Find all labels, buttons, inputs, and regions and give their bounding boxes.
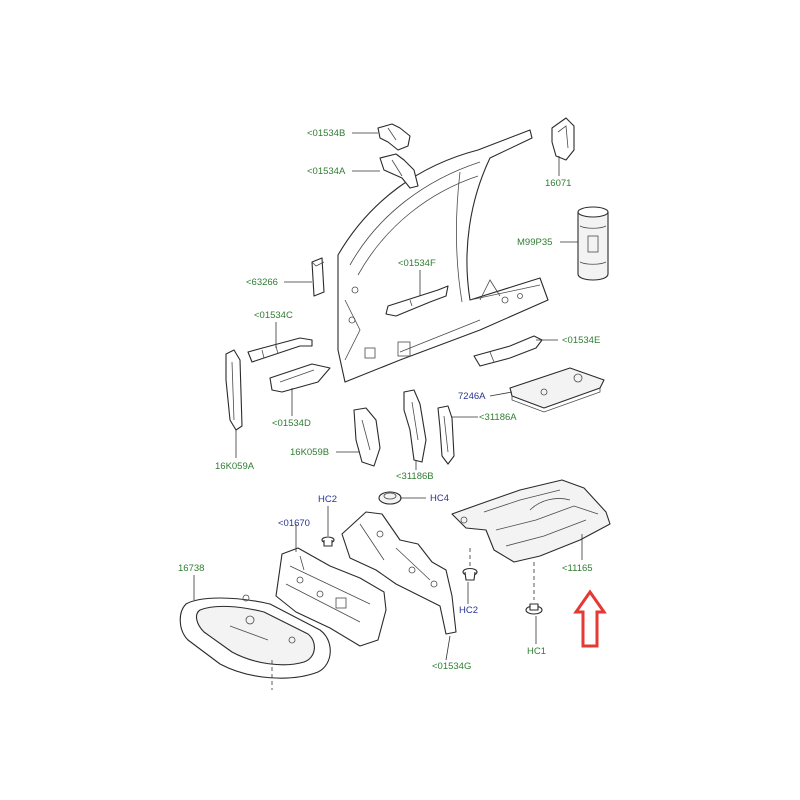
part-01670	[275, 547, 387, 647]
label-16K059B: 16K059B	[290, 447, 330, 458]
part-31186A	[437, 405, 455, 465]
part-16071	[551, 117, 575, 161]
label-HC2-top: HC2	[318, 494, 338, 505]
part-01534F	[385, 285, 449, 317]
part-63266	[311, 257, 325, 297]
label-M99P35: M99P35	[517, 237, 553, 248]
label-16K059A: 16K059A	[215, 461, 255, 472]
label-11165: <11165	[562, 563, 593, 574]
fastener-HC2-top	[321, 536, 335, 547]
leader-lines	[193, 132, 583, 690]
fastener-HC2-bottom	[462, 567, 478, 581]
up-arrow-icon	[573, 589, 607, 648]
part-01534G	[341, 511, 457, 635]
label-01534E: <01534E	[562, 335, 601, 346]
fastener-HC1	[525, 603, 543, 615]
part-01534D	[269, 363, 331, 393]
part-31186B	[403, 389, 427, 463]
label-16071: 16071	[545, 178, 572, 189]
label-01670: <01670	[278, 518, 310, 529]
part-M99P35-can	[577, 206, 609, 281]
part-01534A	[379, 153, 419, 189]
label-01534B: <01534B	[307, 128, 346, 139]
label-01534D: <01534D	[272, 418, 311, 429]
part-01534E	[473, 335, 543, 367]
part-16K059A	[225, 349, 243, 431]
part-16K059B	[353, 407, 381, 467]
label-31186B: <31186B	[396, 471, 434, 482]
part-01534C	[247, 337, 313, 363]
label-HC2-bottom: HC2	[459, 605, 479, 616]
label-63266: <63266	[246, 277, 278, 288]
label-16738: 16738	[178, 563, 205, 574]
label-01534G: <01534G	[432, 661, 472, 672]
label-7246A: 7246A	[458, 391, 486, 402]
part-7246A	[509, 367, 605, 413]
label-01534A: <01534A	[307, 166, 346, 177]
part-11165	[451, 479, 611, 563]
fastener-HC4	[378, 491, 402, 505]
body-side-frame	[337, 129, 549, 383]
label-31186A: <31186A	[479, 412, 517, 423]
label-HC1: HC1	[527, 646, 547, 657]
label-01534C: <01534C	[254, 310, 293, 321]
part-01534B	[377, 123, 411, 151]
part-16738	[179, 594, 331, 679]
label-01534F: <01534F	[398, 258, 436, 269]
label-HC4: HC4	[430, 493, 450, 504]
